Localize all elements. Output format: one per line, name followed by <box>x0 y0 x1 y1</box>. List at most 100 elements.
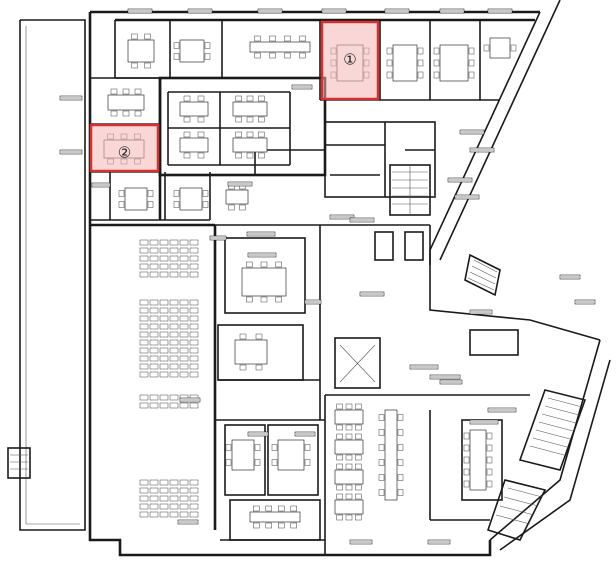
desk <box>139 323 149 330</box>
room-label-tag <box>59 149 83 155</box>
desk <box>139 495 149 502</box>
desk <box>149 495 159 502</box>
chair <box>355 454 362 461</box>
chair <box>260 296 268 303</box>
table <box>249 41 311 53</box>
chair <box>463 456 470 464</box>
chair <box>134 88 142 95</box>
desk <box>189 503 199 510</box>
desk <box>169 271 179 278</box>
desk <box>139 271 149 278</box>
chair <box>486 480 493 488</box>
highlight-box <box>320 20 380 101</box>
chair <box>202 201 209 208</box>
room-label-tag <box>469 419 499 425</box>
desk <box>179 479 189 486</box>
chair <box>486 456 493 464</box>
chair <box>397 444 404 451</box>
room-label-tag <box>487 8 513 14</box>
desk <box>179 331 189 338</box>
desk <box>169 347 179 354</box>
desk <box>179 347 189 354</box>
desk <box>189 323 199 330</box>
chair <box>433 59 440 67</box>
table-set <box>225 183 249 211</box>
desk <box>149 299 159 306</box>
chair <box>235 131 242 138</box>
table-set <box>334 433 364 461</box>
table <box>107 94 145 111</box>
desk <box>149 503 159 510</box>
desk <box>179 323 189 330</box>
chair <box>258 131 265 138</box>
desk <box>179 307 189 314</box>
desk <box>149 339 159 346</box>
room-label-tag <box>177 519 199 525</box>
desk <box>189 255 199 262</box>
table <box>334 439 364 455</box>
desk <box>189 347 199 354</box>
desk <box>189 511 199 518</box>
chair <box>204 53 211 60</box>
desk <box>169 315 179 322</box>
desk <box>149 247 159 254</box>
desk <box>179 239 189 246</box>
chair <box>433 47 440 55</box>
desk <box>179 255 189 262</box>
chair <box>246 131 254 138</box>
chair <box>336 463 343 470</box>
desk <box>159 479 169 486</box>
chair <box>183 152 191 159</box>
desk <box>169 323 179 330</box>
table <box>392 44 418 82</box>
chair <box>299 52 306 59</box>
table <box>249 511 301 523</box>
chair <box>486 432 493 440</box>
desk-grid <box>139 394 199 409</box>
desk <box>139 503 149 510</box>
desk <box>139 479 149 486</box>
table-set <box>386 44 424 82</box>
desk <box>179 339 189 346</box>
chair <box>336 493 343 500</box>
table-set <box>483 37 517 59</box>
desk <box>159 511 169 518</box>
desk <box>169 503 179 510</box>
desk <box>169 255 179 262</box>
chair <box>290 505 297 512</box>
room-label-tag <box>469 309 493 315</box>
chair <box>378 414 385 421</box>
chair <box>304 444 311 451</box>
desk <box>179 511 189 518</box>
room-label-tag <box>384 8 410 14</box>
table-set <box>179 131 209 159</box>
desk <box>149 323 159 330</box>
chair <box>253 522 260 529</box>
chair <box>246 95 254 102</box>
table <box>334 499 364 515</box>
desk-grid <box>139 299 199 378</box>
table-set <box>334 493 364 521</box>
chair <box>284 35 291 42</box>
chair <box>225 444 232 451</box>
room-label-tag <box>487 407 517 413</box>
chair <box>173 201 180 208</box>
highlight-layer: ①② <box>89 20 380 173</box>
table-set <box>378 409 404 501</box>
table-set <box>232 95 268 123</box>
desk <box>169 355 179 362</box>
chair <box>246 152 254 159</box>
desk <box>159 247 169 254</box>
outer-walls <box>7 0 611 557</box>
chair <box>110 88 118 95</box>
furniture-layer <box>103 33 517 529</box>
chair <box>246 116 254 123</box>
table-set <box>118 187 154 211</box>
desk <box>179 363 189 370</box>
chair <box>246 296 253 303</box>
room-label-tag <box>179 397 201 403</box>
desk <box>169 402 179 409</box>
chair <box>417 71 424 79</box>
table-set <box>249 505 301 529</box>
chair <box>239 333 247 340</box>
